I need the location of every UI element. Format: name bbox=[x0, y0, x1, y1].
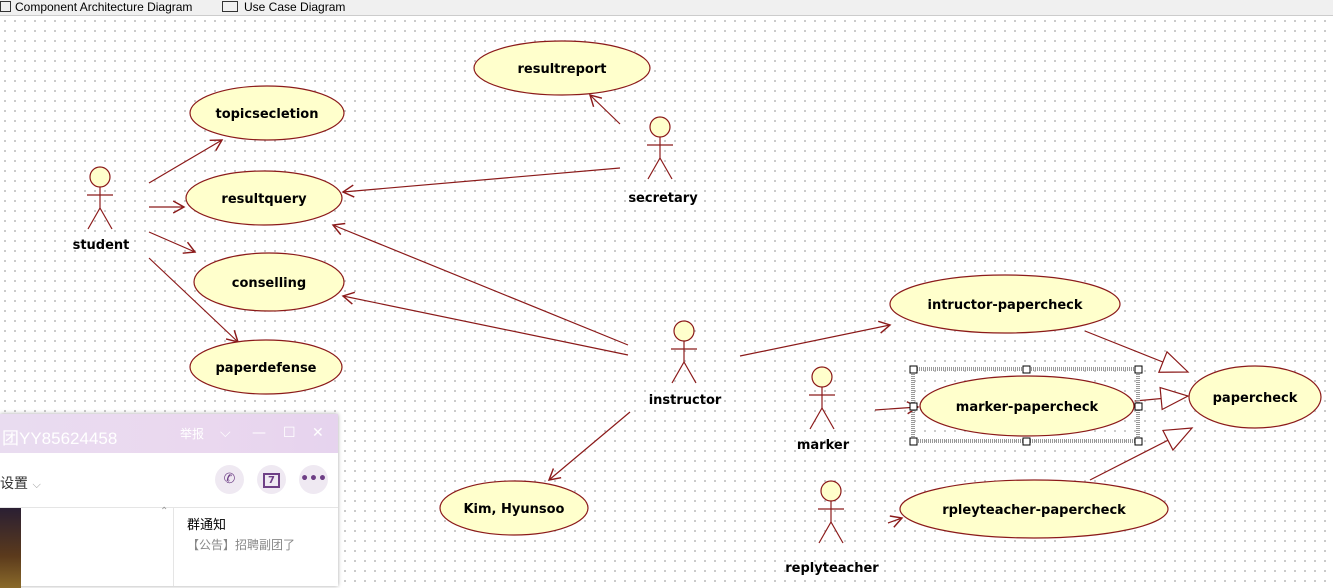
use-case-label: conselling bbox=[232, 276, 306, 291]
use-case-paperdefense[interactable]: paperdefense bbox=[189, 339, 343, 395]
chat-group-name: 团YY85624458 bbox=[2, 429, 118, 448]
use-case-topicsecletion[interactable]: topicsecletion bbox=[189, 85, 345, 141]
tab-label: Component Architecture Diagram bbox=[15, 0, 193, 14]
settings-dropdown[interactable]: 设置 ⌵ bbox=[0, 476, 41, 492]
close-icon[interactable]: ✕ bbox=[312, 425, 324, 441]
use-case-label: topicsecletion bbox=[215, 107, 318, 122]
association-line[interactable] bbox=[148, 257, 240, 344]
report-button[interactable]: 举报 bbox=[180, 427, 205, 441]
association-line[interactable] bbox=[341, 291, 629, 356]
chat-window[interactable]: 团YY85624458 举报 ⌵ — ☐ ✕ 设置 ⌵ ✆ 7 ••• ⌃ 群通… bbox=[0, 414, 338, 588]
resize-handle[interactable] bbox=[909, 402, 918, 411]
association-line[interactable] bbox=[547, 411, 631, 481]
collapse-icon[interactable]: ⌃ bbox=[160, 506, 169, 517]
use-case-marker-papercheck[interactable]: marker-papercheck bbox=[919, 375, 1135, 437]
actor-label: replyteacher bbox=[785, 561, 879, 576]
actor-label: student bbox=[73, 238, 130, 253]
use-case-label: resultquery bbox=[221, 192, 307, 207]
use-case-label: Kim, Hyunsoo bbox=[463, 502, 564, 517]
generalization-line[interactable] bbox=[1134, 386, 1190, 411]
actor-marker[interactable]: marker bbox=[797, 366, 850, 453]
association-line[interactable] bbox=[341, 167, 621, 198]
use-case-label: resultreport bbox=[518, 62, 607, 77]
group-notice-title: 群通知 bbox=[187, 518, 227, 533]
actor-secretary[interactable]: secretary bbox=[628, 116, 698, 206]
actor-instructor[interactable]: instructor bbox=[649, 320, 722, 408]
phone-icon[interactable]: ✆ bbox=[215, 465, 244, 494]
chevron-down-icon[interactable]: ⌵ bbox=[220, 425, 231, 441]
settings-label: 设置 bbox=[0, 476, 28, 492]
use-case-kim-hyunsoo[interactable]: Kim, Hyunsoo bbox=[439, 480, 589, 536]
tab-use-case[interactable]: Use Case Diagram bbox=[222, 0, 345, 15]
maximize-icon[interactable]: ☐ bbox=[283, 425, 296, 441]
calendar-day: 7 bbox=[263, 473, 280, 488]
resize-handle[interactable] bbox=[1134, 437, 1143, 446]
diagram-tabs: Component Architecture Diagram Use Case … bbox=[0, 0, 1333, 16]
more-icon[interactable]: ••• bbox=[299, 465, 328, 494]
tab-label: Use Case Diagram bbox=[244, 0, 346, 14]
association-line[interactable] bbox=[739, 320, 892, 357]
generalization-line[interactable] bbox=[1084, 330, 1190, 373]
actor-student[interactable]: student bbox=[73, 166, 130, 253]
use-case-label: papercheck bbox=[1213, 391, 1298, 406]
association-line[interactable] bbox=[148, 231, 197, 254]
resize-handle[interactable] bbox=[909, 365, 918, 374]
association-line[interactable] bbox=[887, 515, 904, 528]
actor-label: secretary bbox=[628, 191, 698, 206]
use-case-label: paperdefense bbox=[215, 361, 316, 376]
use-case-papercheck[interactable]: papercheck bbox=[1188, 365, 1322, 429]
resize-handle[interactable] bbox=[1134, 365, 1143, 374]
resize-handle[interactable] bbox=[909, 437, 918, 446]
use-case-rpleyteacher-papercheck[interactable]: rpleyteacher-papercheck bbox=[899, 479, 1169, 539]
tab-component-architecture[interactable]: Component Architecture Diagram bbox=[0, 0, 192, 15]
association-line[interactable] bbox=[331, 222, 629, 346]
group-notice-text: 【公告】招聘副团了 bbox=[187, 538, 296, 552]
calendar-icon[interactable]: 7 bbox=[257, 465, 286, 494]
use-case-intructor-papercheck[interactable]: intructor-papercheck bbox=[889, 274, 1121, 334]
use-case-conselling[interactable]: conselling bbox=[193, 252, 345, 312]
resize-handle[interactable] bbox=[1134, 402, 1143, 411]
use-case-label: rpleyteacher-papercheck bbox=[942, 503, 1126, 518]
actor-label: marker bbox=[797, 438, 850, 453]
minimize-icon[interactable]: — bbox=[252, 425, 266, 441]
association-line[interactable] bbox=[588, 93, 621, 125]
use-case-label: intructor-papercheck bbox=[928, 298, 1083, 313]
chat-image-thumbnail[interactable] bbox=[0, 508, 21, 588]
chat-title-bar[interactable]: 团YY85624458 举报 ⌵ — ☐ ✕ bbox=[0, 414, 338, 453]
actor-label: instructor bbox=[649, 393, 722, 408]
use-case-resultreport[interactable]: resultreport bbox=[473, 40, 651, 96]
use-case-resultquery[interactable]: resultquery bbox=[185, 170, 343, 226]
resize-handle[interactable] bbox=[1022, 365, 1031, 374]
resize-handle[interactable] bbox=[1022, 437, 1031, 446]
association-line[interactable] bbox=[148, 139, 224, 184]
panel-divider bbox=[173, 508, 174, 586]
generalization-line[interactable] bbox=[1089, 427, 1194, 481]
actor-replyteacher[interactable]: replyteacher bbox=[785, 480, 879, 576]
use-case-label: marker-papercheck bbox=[956, 400, 1099, 415]
chat-toolbar: 设置 ⌵ ✆ 7 ••• bbox=[0, 453, 338, 508]
